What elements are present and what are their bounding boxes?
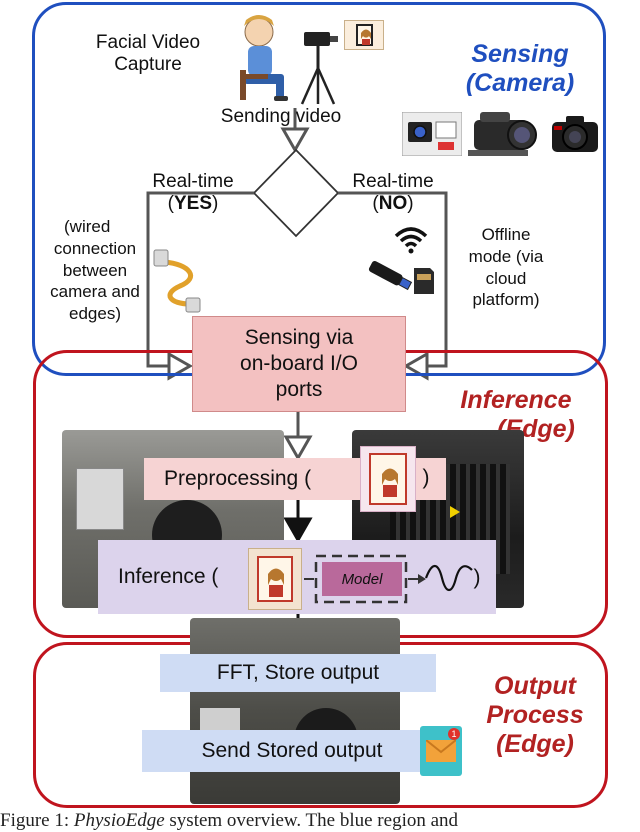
realtime-yes-line1: Real-time — [152, 171, 234, 192]
envelope-icon — [426, 740, 456, 762]
sending-video-label: Sending video — [220, 106, 342, 127]
realtime-no-label: Real-time (NO) — [338, 171, 448, 215]
mail-badge-count: 1 — [451, 729, 457, 739]
board-usb-ports — [76, 468, 124, 530]
offline-mode-label: Offline mode (via cloud platform) — [446, 224, 566, 311]
send-output-box: Send Stored output — [142, 730, 442, 772]
caption-prefix: Figure 1: — [0, 810, 74, 831]
no-branch-line — [338, 191, 448, 381]
wired-line1: (wired — [64, 217, 111, 236]
io-ports-box: Sensing via on-board I/O ports — [192, 316, 406, 412]
camera-tripod-icon — [300, 32, 338, 105]
offline-line2: mode (via — [468, 246, 544, 266]
inference-face-frame-icon — [248, 548, 302, 610]
io-ports-line1: Sensing via — [244, 325, 354, 349]
wired-connection-label: (wired connection between camera and edg… — [36, 216, 154, 325]
io-ports-line2: on-board I/O — [240, 351, 358, 375]
realtime-yes-open: ( — [167, 192, 174, 214]
wired-line2: connection — [53, 238, 137, 258]
mail-notification-icon: 1 — [420, 726, 462, 776]
preprocessing-close-paren: ) — [422, 466, 430, 489]
face-frame-icon — [344, 20, 384, 50]
inference-face-icon — [268, 568, 284, 597]
output-title-line3: (Edge) — [496, 729, 574, 758]
realtime-no-value: NO — [378, 192, 408, 214]
wired-line5: edges) — [69, 304, 121, 323]
realtime-yes-line2: (YES) — [138, 193, 248, 215]
capture-label: Facial Video Capture — [78, 32, 218, 76]
caption-rest: system overview. The blue region and — [164, 810, 459, 831]
inference-close-paren: ) — [473, 566, 481, 589]
inference-title-line1: Inference — [460, 386, 572, 414]
preprocessing-face-icon — [382, 468, 398, 497]
capture-label-line2: Capture — [114, 53, 182, 75]
waveform-icon — [424, 564, 473, 592]
dslr-camera-icon — [552, 116, 598, 152]
wifi-icon — [394, 227, 428, 254]
send-output-label: Send Stored output — [201, 739, 383, 762]
ethernet-cable-icon — [153, 249, 201, 313]
realtime-no-close: ) — [407, 192, 414, 214]
realtime-yes-value: YES — [173, 192, 213, 214]
person-seated-icon — [240, 15, 288, 101]
wired-line3: between — [62, 260, 128, 280]
fft-store-box: FFT, Store output — [160, 654, 436, 692]
offline-line1: Offline — [481, 225, 531, 244]
camera-devices-icon — [402, 110, 602, 158]
output-title: Output Process (Edge) — [470, 672, 600, 758]
realtime-no-line2: (NO) — [338, 193, 448, 215]
wired-line4: camera and — [50, 282, 140, 302]
preprocessing-face-frame-icon — [360, 446, 416, 512]
realtime-yes-label: Real-time (YES) — [138, 171, 248, 215]
yes-branch-line — [146, 191, 254, 381]
realtime-yes-close: ) — [212, 192, 219, 214]
preprocessing-label: Preprocessing ( — [164, 467, 312, 490]
mail-badge: 1 — [448, 728, 460, 740]
fft-store-label: FFT, Store output — [216, 661, 380, 684]
realtime-no-open: ( — [372, 192, 379, 214]
camcorder-icon — [468, 112, 537, 156]
realtime-decision-diamond — [252, 148, 340, 238]
action-camera-icon — [402, 112, 462, 156]
sd-card-icon — [414, 268, 434, 294]
offline-line3: cloud — [485, 268, 527, 288]
model-label: Model — [341, 570, 383, 588]
output-title-line2: Process — [486, 700, 584, 729]
output-board-photo — [190, 618, 400, 804]
output-title-line1: Output — [494, 672, 576, 700]
offline-line4: platform) — [472, 290, 540, 310]
face-icon — [361, 29, 371, 45]
caption-system-name: PhysioEdge — [73, 810, 165, 831]
realtime-no-line1: Real-time — [352, 171, 434, 192]
inference-pipeline-arrows — [304, 554, 426, 604]
capture-label-line1: Facial Video — [95, 32, 201, 53]
figure-caption: Figure 1: PhysioEdge system overview. Th… — [0, 810, 640, 832]
sensing-title-line1: Sensing — [471, 40, 569, 68]
sensing-title: Sensing (Camera) — [440, 40, 600, 98]
usb-drive-icon — [368, 260, 413, 291]
inference-label: Inference ( — [118, 565, 219, 588]
sensing-title-line2: (Camera) — [465, 68, 575, 97]
io-ports-line3: ports — [275, 378, 323, 402]
yellow-marker — [450, 506, 460, 518]
model-box: Model — [322, 562, 402, 596]
